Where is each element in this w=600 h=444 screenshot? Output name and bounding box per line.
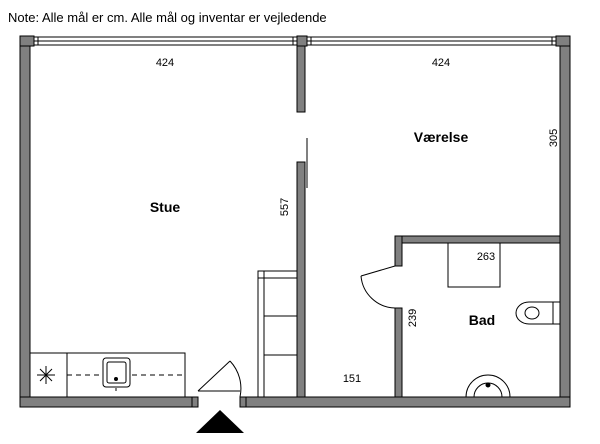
bathroom-door <box>360 265 396 309</box>
wall-top-corner-left <box>19 35 35 47</box>
outer-walls <box>19 35 571 408</box>
wall-right <box>559 35 571 408</box>
dim-stue-width: 424 <box>156 57 174 69</box>
wardrobe <box>257 270 298 398</box>
room-label-bad: Bad <box>469 312 495 328</box>
dim-bad-width: 263 <box>477 251 495 263</box>
wall-partition-lower <box>296 161 306 398</box>
windows <box>33 36 557 46</box>
kitchen-counter <box>29 352 186 398</box>
wall-top-corner-right <box>555 35 571 47</box>
plan-note: Note: Alle mål er cm. Alle mål og invent… <box>8 10 327 25</box>
toilet-icon <box>515 301 561 325</box>
room-label-stue: Stue <box>150 199 181 215</box>
kitchen-sink-icon <box>102 357 131 391</box>
stove-burner-icon <box>37 366 55 384</box>
inner-walls <box>296 45 561 398</box>
shower-area <box>447 242 501 288</box>
washbasin-icon <box>465 374 511 398</box>
dim-bad-depth: 239 <box>407 309 419 327</box>
wall-top-middle <box>296 35 308 47</box>
wall-bad-left-lower <box>394 307 403 398</box>
bathroom-fixtures <box>447 242 561 398</box>
wall-bad-top <box>394 235 561 244</box>
entrance-door <box>197 360 242 398</box>
dim-hall-width: 151 <box>343 373 361 385</box>
door-jamb-right <box>239 396 247 408</box>
entrance-arrow-icon <box>196 410 244 433</box>
wall-left <box>19 35 31 408</box>
wall-partition-upper <box>296 45 306 113</box>
dim-stue-depth: 557 <box>279 198 291 216</box>
wall-bottom-right <box>245 396 571 408</box>
wall-bottom-left <box>19 396 193 408</box>
door-jamb-left <box>191 396 199 408</box>
wall-bad-left-upper <box>394 235 403 267</box>
dim-vaerelse-depth: 305 <box>548 129 560 147</box>
room-label-vaerelse: Værelse <box>414 129 469 145</box>
dim-vaerelse-width: 424 <box>432 57 450 69</box>
